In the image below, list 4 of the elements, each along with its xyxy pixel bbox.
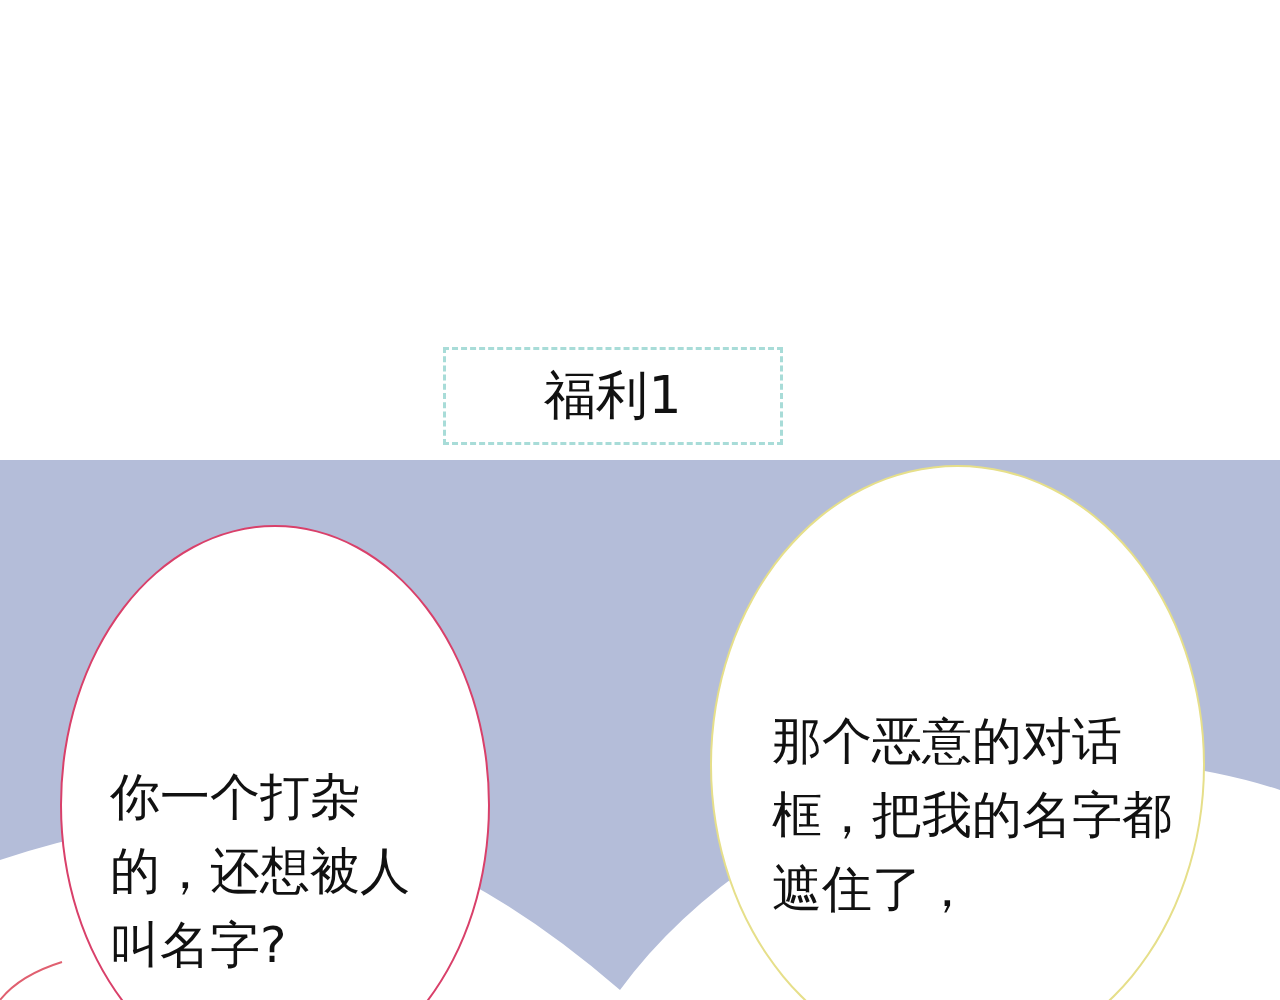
speech-text: 那个恶意的对话框，把我的名字都遮住了， — [772, 711, 1173, 920]
speech-text: 你一个打杂的，还想被人叫名字? — [110, 767, 411, 976]
title-tag — [443, 347, 783, 445]
title-text: 福利1 — [544, 364, 682, 427]
